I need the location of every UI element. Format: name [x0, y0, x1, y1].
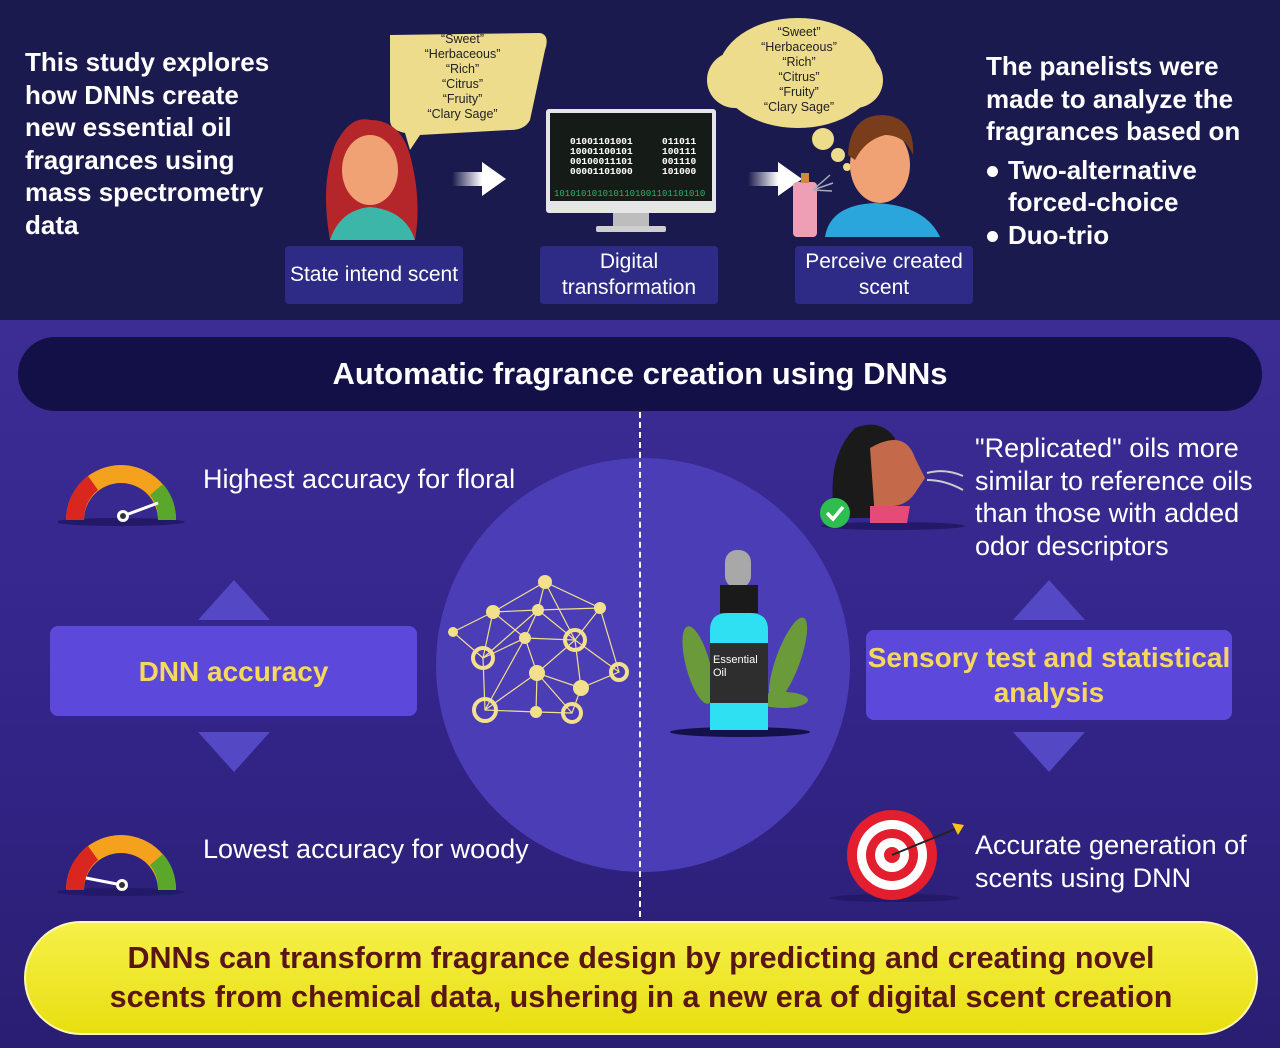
method-list: Two-alternative forced-choice Duo-trio: [986, 154, 1276, 252]
target-icon: [830, 810, 964, 902]
binary-row: 00100011101: [570, 156, 633, 167]
descriptor: “Sweet”: [777, 25, 821, 39]
step-label-digital: Digital transformation: [540, 246, 718, 304]
descriptor: “Herbaceous”: [761, 40, 837, 54]
highest-accuracy-text: Highest accuracy for floral: [203, 464, 516, 494]
woman-smelling-icon: [820, 424, 965, 530]
woman-speaking-icon: [326, 33, 547, 240]
monitor-base: [596, 226, 666, 232]
chevron-up-icon: [198, 580, 270, 620]
descriptor: “Clary Sage”: [427, 107, 498, 121]
binary-stream: 1010101010101101001101101010: [554, 189, 706, 199]
monitor-stand: [613, 213, 649, 227]
descriptor: “Clary Sage”: [763, 100, 835, 114]
descriptor: “Citrus”: [778, 70, 820, 84]
chevron-up-icon: [1013, 580, 1085, 620]
conclusion-banner: DNNs can transform fragrance design by p…: [24, 921, 1258, 1035]
step-label-state-scent: State intend scent: [285, 246, 463, 304]
panelists-text: The panelists were made to analyze the f…: [986, 50, 1276, 251]
descriptor: “Fruity”: [442, 92, 483, 106]
method-item: Duo-trio: [986, 219, 1276, 252]
accurate-generation-text: Accurate generation of scents using DNN: [975, 830, 1247, 893]
lowest-accuracy-text: Lowest accuracy for woody: [203, 834, 529, 864]
binary-row: 001110: [662, 156, 697, 167]
section-title: Automatic fragrance creation using DNNs: [18, 337, 1262, 411]
arrow-right-icon: [748, 162, 802, 196]
monitor-icon: 01001101001 10001100101 00100011101 0000…: [546, 109, 716, 213]
binary-row: 011011: [662, 136, 697, 147]
panel-heading: The panelists were made to analyze the f…: [986, 51, 1241, 146]
descriptor: “Herbaceous”: [424, 47, 501, 61]
gauge-high-icon: [58, 465, 185, 526]
chevron-down-icon: [198, 732, 270, 772]
descriptor: “Sweet”: [440, 32, 485, 46]
intro-text: This study explores how DNNs create new …: [25, 47, 270, 240]
binary-right: 011011 100111 001110 101000: [662, 137, 696, 177]
binary-row: 100111: [662, 146, 697, 157]
descriptor: “Rich”: [445, 62, 480, 76]
binary-left: 01001101001 10001100101 00100011101 0000…: [570, 137, 633, 177]
conclusion-text: DNNs can transform fragrance design by p…: [109, 941, 1173, 1014]
divider-line: [639, 412, 641, 917]
descriptor: “Rich”: [782, 55, 816, 69]
binary-row: 01001101001: [570, 136, 633, 147]
arrow-right-icon: [452, 162, 506, 196]
neural-network-icon: [448, 575, 629, 724]
dnn-accuracy-box: DNN accuracy: [50, 626, 417, 716]
method-item: Two-alternative forced-choice: [986, 154, 1276, 219]
bottle-label: Essential Oil: [713, 654, 758, 679]
step-label-perceive: Perceive created scent: [795, 246, 973, 304]
binary-row: 101000: [662, 166, 697, 177]
binary-row: 10001100101: [570, 146, 633, 157]
binary-row: 00001101000: [570, 166, 633, 177]
man-thinking-icon: [707, 18, 940, 237]
descriptor: “Citrus”: [442, 77, 483, 91]
descriptor: “Fruity”: [779, 85, 819, 99]
replicated-oils-text: "Replicated" oils more similar to refere…: [975, 433, 1253, 561]
speech-bubble: “Sweet” “Herbaceous” “Rich” “Citrus” “Fr…: [405, 32, 520, 122]
thought-bubble: “Sweet” “Herbaceous” “Rich” “Citrus” “Fr…: [740, 25, 858, 115]
gauge-low-icon: [58, 835, 185, 896]
essential-oil-bottle-icon: [670, 550, 810, 737]
sensory-test-box: Sensory test and statistical analysis: [866, 630, 1232, 720]
chevron-down-icon: [1013, 732, 1085, 772]
